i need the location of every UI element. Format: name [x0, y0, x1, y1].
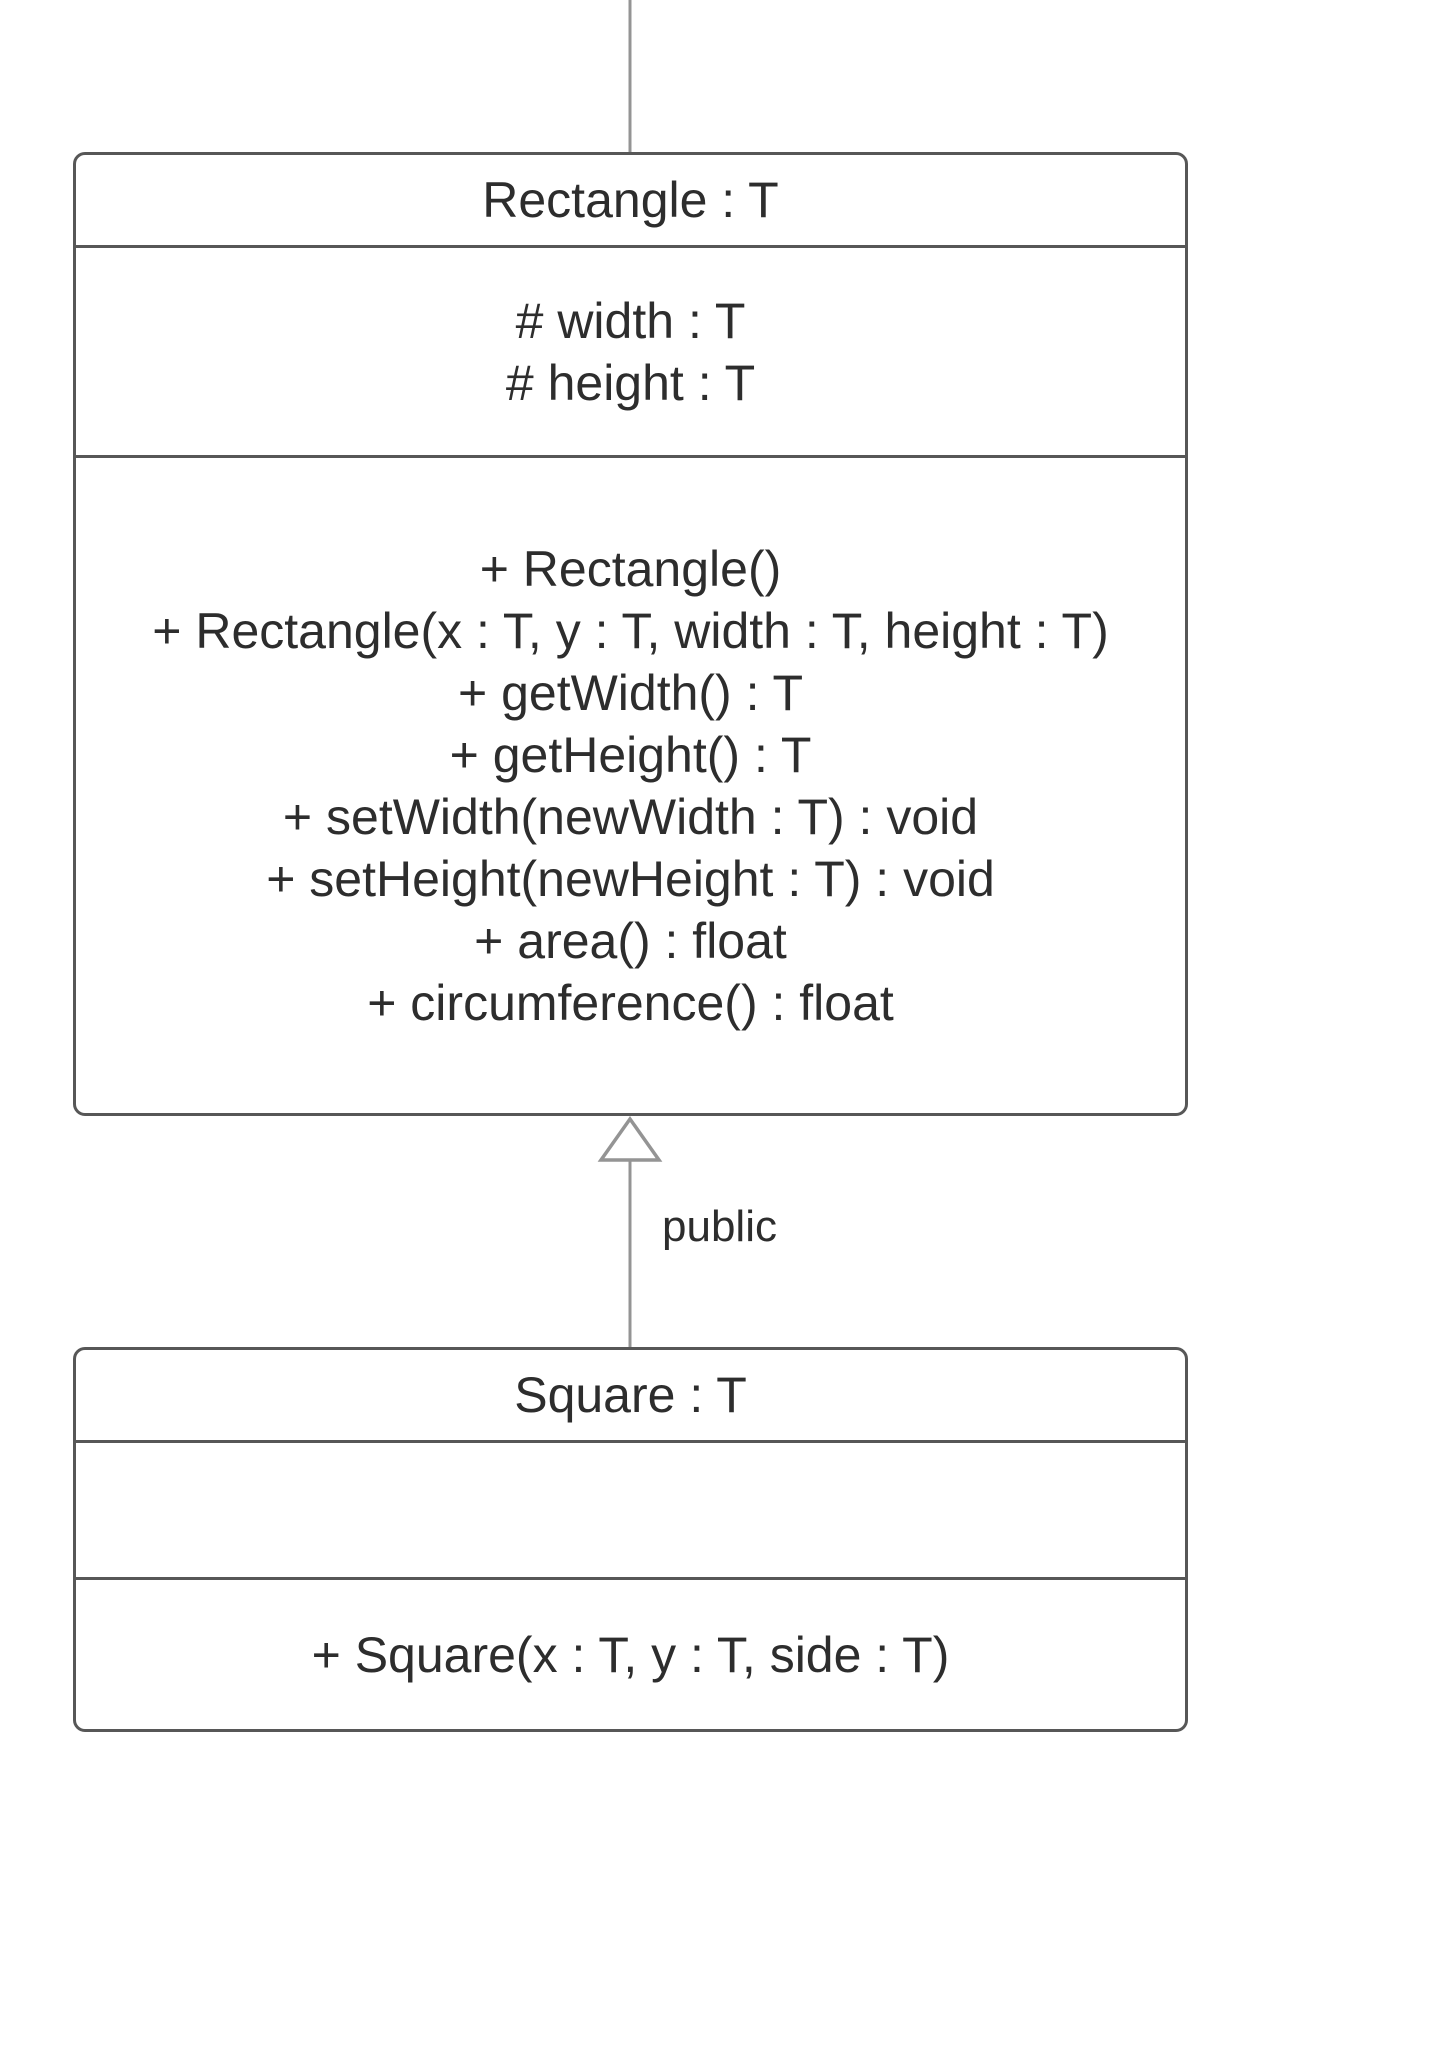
- class-box-square: Square : T + Square(x : T, y : T, side :…: [73, 1347, 1188, 1732]
- method-item: + getHeight() : T: [449, 726, 812, 783]
- methods-compartment: + Rectangle()+ Rectangle(x : T, y : T, w…: [76, 455, 1185, 1113]
- class-title-compartment: Rectangle : T: [76, 155, 1185, 245]
- method-item: + Rectangle(): [479, 540, 782, 597]
- method-item: + setWidth(newWidth : T) : void: [282, 788, 979, 845]
- method-item: + Square(x : T, y : T, side : T): [311, 1626, 950, 1683]
- inheritance-triangle-icon: [597, 1115, 663, 1162]
- relationship-label: public: [662, 1202, 777, 1251]
- method-item: + circumference() : float: [367, 974, 894, 1031]
- method-item: + getWidth() : T: [457, 664, 804, 721]
- attribute-item: # width : T: [515, 292, 746, 349]
- method-item: + Rectangle(x : T, y : T, width : T, hei…: [152, 602, 1109, 659]
- method-item: + setHeight(newHeight : T) : void: [266, 850, 995, 907]
- class-name: Rectangle : T: [482, 172, 779, 228]
- method-item: + area() : float: [474, 912, 787, 969]
- attributes-compartment: [76, 1440, 1185, 1577]
- class-box-rectangle: Rectangle : T # width : T# height : T + …: [73, 152, 1188, 1116]
- attributes-compartment: # width : T# height : T: [76, 245, 1185, 455]
- attribute-item: # height : T: [505, 354, 756, 411]
- class-name: Square : T: [514, 1367, 747, 1423]
- methods-compartment: + Square(x : T, y : T, side : T): [76, 1577, 1185, 1729]
- class-title-compartment: Square : T: [76, 1350, 1185, 1440]
